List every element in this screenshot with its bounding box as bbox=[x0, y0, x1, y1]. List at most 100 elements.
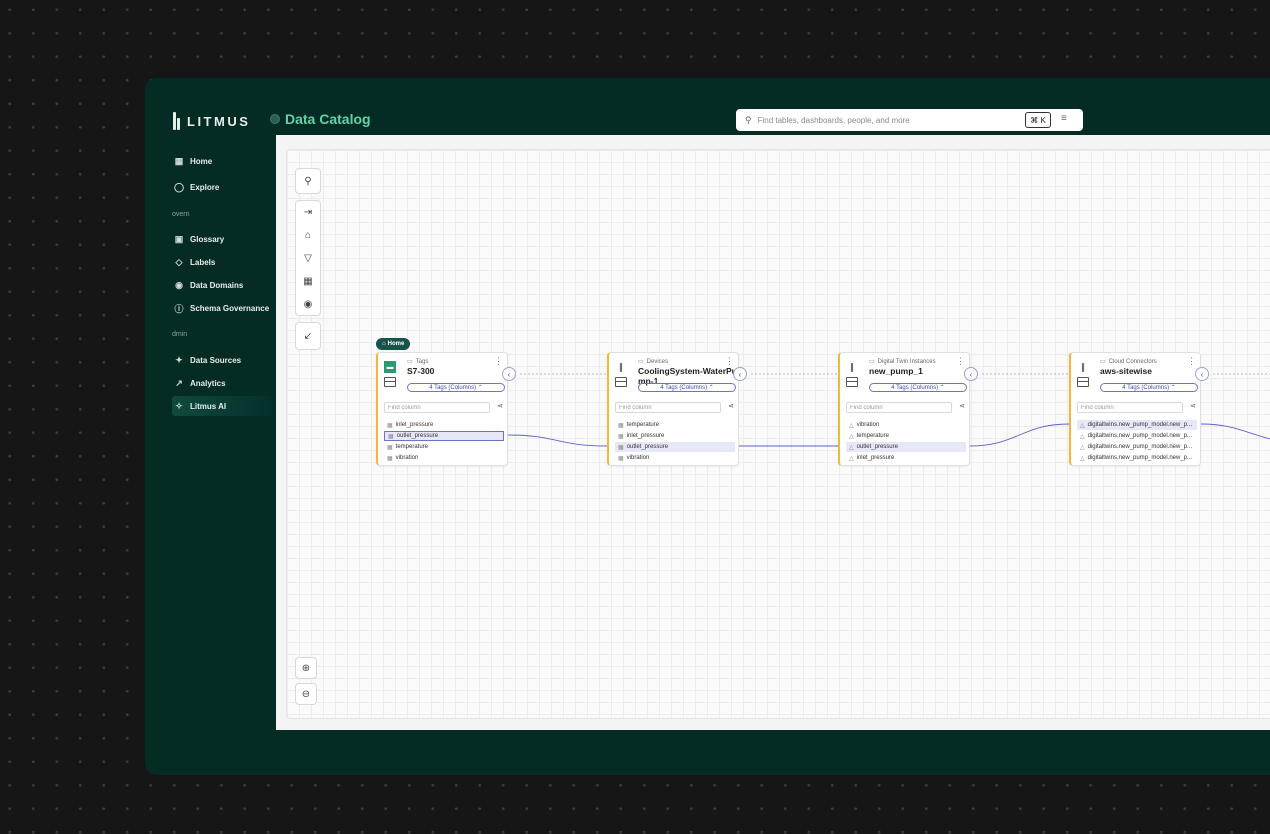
tags-columns-toggle[interactable]: 4 Tags (Columns) ⌃ bbox=[1100, 383, 1198, 392]
sidebar-item-label: Explore bbox=[190, 182, 220, 192]
keyboard-shortcut-badge: ⌘ K bbox=[1025, 112, 1051, 128]
column-item[interactable]: △vibration bbox=[849, 422, 880, 429]
chevron-left-icon[interactable]: ‹ bbox=[502, 367, 516, 381]
sidebar-item-label: Schema Governance bbox=[190, 303, 270, 313]
column-item[interactable]: ▦outlet_pressure bbox=[384, 431, 504, 441]
column-item[interactable]: △digitaltwins.new_pump_model.new_p... bbox=[1080, 444, 1193, 451]
column-item[interactable]: △digitaltwins.new_pump_model.new_p... bbox=[1077, 420, 1197, 430]
home-icon: ⌂ bbox=[304, 230, 312, 241]
search-graph-button[interactable]: ⚲ bbox=[295, 168, 321, 194]
column-item[interactable]: ▦inlet_pressure bbox=[387, 422, 434, 429]
tag-icon: △ bbox=[1080, 433, 1085, 440]
column-item[interactable]: ▦inlet_pressure bbox=[618, 433, 665, 440]
zoom-out-icon: ⊖ bbox=[301, 688, 311, 700]
home-button[interactable]: ⌂ bbox=[296, 224, 320, 247]
sidebar-section-admin: dmin bbox=[172, 331, 188, 338]
filter-button[interactable]: ▽ bbox=[296, 247, 320, 270]
column-icon: ▦ bbox=[387, 444, 393, 451]
plug-icon: ✦ bbox=[175, 354, 183, 365]
more-options-icon[interactable]: ⋮ bbox=[494, 356, 503, 366]
graph-icon[interactable]: ⋖ bbox=[497, 403, 503, 410]
column-item[interactable]: △digitaltwins.new_pump_model.new_p... bbox=[1080, 455, 1193, 462]
tag-icon: ◇ bbox=[175, 256, 183, 267]
lineage-graph[interactable]: ⚲ ⇥ ⌂ ▽ ▦ ◉ ↙ ⌂ Home ▬ bbox=[286, 149, 1270, 719]
find-column-input[interactable] bbox=[384, 402, 490, 413]
find-column-input[interactable] bbox=[846, 402, 952, 413]
column-item[interactable]: △digitaltwins.new_pump_model.new_p... bbox=[1080, 433, 1193, 440]
lineage-node-cloud-connectors[interactable]: ∥ ▭Cloud Connectors ⋮ aws-sitewise 4 Tag… bbox=[1069, 352, 1209, 466]
column-item[interactable]: ▦vibration bbox=[387, 455, 419, 462]
sidebar-item-litmus-ai[interactable]: ✧ Litmus AI bbox=[172, 396, 272, 416]
tag-icon: △ bbox=[1080, 455, 1085, 462]
lineage-node-devices[interactable]: ∥ ▭Devices ⋮ CoolingSystem-WaterPump-1 4… bbox=[607, 352, 747, 466]
chevron-left-icon[interactable]: ‹ bbox=[964, 367, 978, 381]
tags-columns-toggle[interactable]: 4 Tags (Columns) ⌃ bbox=[407, 383, 505, 392]
lineage-node-digital-twin[interactable]: ∥ ▭Digital Twin Instances ⋮ new_pump_1 4… bbox=[838, 352, 978, 466]
globe-icon: ◉ bbox=[175, 279, 183, 290]
search-input[interactable] bbox=[757, 115, 1028, 125]
folder-icon: ▭ bbox=[1100, 359, 1106, 365]
schema-icon bbox=[846, 377, 858, 387]
graph-icon[interactable]: ⋖ bbox=[959, 403, 965, 410]
sidebar-item-data-sources[interactable]: ✦ Data Sources bbox=[172, 350, 272, 370]
folder-icon: ▭ bbox=[638, 359, 644, 365]
more-options-icon[interactable]: ⋮ bbox=[956, 356, 965, 366]
column-item[interactable]: ▦temperature bbox=[387, 444, 429, 451]
page-title-text: Data Catalog bbox=[285, 111, 371, 127]
column-item[interactable]: ▦outlet_pressure bbox=[615, 442, 735, 452]
schema-icon bbox=[615, 377, 627, 387]
node-type: ▭Cloud Connectors bbox=[1100, 358, 1157, 366]
tag-icon: △ bbox=[1080, 444, 1085, 451]
main-canvas-area: ⚲ ⇥ ⌂ ▽ ▦ ◉ ↙ ⌂ Home ▬ bbox=[276, 135, 1270, 730]
find-column-input[interactable] bbox=[1077, 402, 1183, 413]
graph-icon[interactable]: ⋖ bbox=[728, 403, 734, 410]
column-item[interactable]: △outlet_pressure bbox=[846, 442, 966, 452]
litmus-logo-icon: ∥ bbox=[849, 361, 855, 372]
sidebar-item-label: Glossary bbox=[190, 234, 225, 244]
graph-icon[interactable]: ⋖ bbox=[1190, 403, 1196, 410]
fit-view-button[interactable]: ↙ bbox=[295, 322, 321, 350]
screenshot-button[interactable]: ◉ bbox=[296, 293, 320, 316]
column-item[interactable]: △inlet_pressure bbox=[849, 455, 895, 462]
sliders-icon[interactable]: ≡ bbox=[1061, 113, 1067, 124]
sidebar-item-glossary[interactable]: ▣ Glossary bbox=[172, 229, 272, 249]
global-search[interactable]: ⚲ ⌘ K ≡ bbox=[736, 109, 1083, 131]
sidebar-item-label: Litmus AI bbox=[190, 401, 227, 411]
sidebar-item-schema-governance[interactable]: ⓘ Schema Governance bbox=[172, 298, 272, 318]
expand-all-button[interactable]: ⇥ bbox=[296, 201, 320, 224]
sidebar-item-data-domains[interactable]: ◉ Data Domains bbox=[172, 275, 272, 295]
tags-columns-toggle[interactable]: 4 Tags (Columns) ⌃ bbox=[638, 383, 736, 392]
column-item[interactable]: △temperature bbox=[849, 433, 889, 440]
node-title: new_pump_1 bbox=[869, 366, 923, 376]
edge-lineage bbox=[1200, 423, 1270, 440]
sidebar-item-analytics[interactable]: ↗ Analytics bbox=[172, 373, 272, 393]
calendar-button[interactable]: ▦ bbox=[296, 270, 320, 293]
tag-icon: △ bbox=[849, 444, 854, 451]
column-item[interactable]: ▦vibration bbox=[618, 455, 650, 462]
chevron-left-icon[interactable]: ‹ bbox=[1195, 367, 1209, 381]
column-item[interactable]: ▦temperature bbox=[618, 422, 660, 429]
tag-icon: △ bbox=[849, 422, 854, 429]
column-icon: ▦ bbox=[618, 433, 624, 440]
lineage-node-tags[interactable]: ▬ ▭Tags ⋮ S7-300 4 Tags (Columns) ⌃ ‹ ⋖ … bbox=[376, 352, 516, 466]
sidebar-item-explore[interactable]: ◯ Explore bbox=[172, 177, 272, 197]
zoom-out-button[interactable]: ⊖ bbox=[295, 683, 317, 705]
camera-icon: ◉ bbox=[303, 299, 313, 310]
node-title: S7-300 bbox=[407, 366, 435, 376]
brand-name: LITMUS bbox=[187, 113, 251, 129]
more-options-icon[interactable]: ⋮ bbox=[725, 356, 734, 366]
home-badge-label: Home bbox=[387, 341, 405, 347]
zoom-in-button[interactable]: ⊕ bbox=[295, 657, 317, 679]
page-title: Data Catalog bbox=[270, 111, 371, 127]
chevron-left-icon[interactable]: ‹ bbox=[733, 367, 747, 381]
sidebar-item-labels[interactable]: ◇ Labels bbox=[172, 252, 272, 272]
tags-columns-toggle[interactable]: 4 Tags (Columns) ⌃ bbox=[869, 383, 967, 392]
sidebar-item-home[interactable]: ▦ Home bbox=[172, 151, 272, 171]
sidebar-item-label: Data Domains bbox=[190, 280, 244, 290]
more-options-icon[interactable]: ⋮ bbox=[1187, 356, 1196, 366]
folder-icon: ▭ bbox=[869, 359, 875, 365]
find-column-input[interactable] bbox=[615, 402, 721, 413]
folder-icon: ▭ bbox=[407, 359, 413, 365]
litmus-logo-icon: ∥ bbox=[618, 361, 624, 372]
litmus-logo[interactable]: LITMUS bbox=[173, 112, 250, 130]
